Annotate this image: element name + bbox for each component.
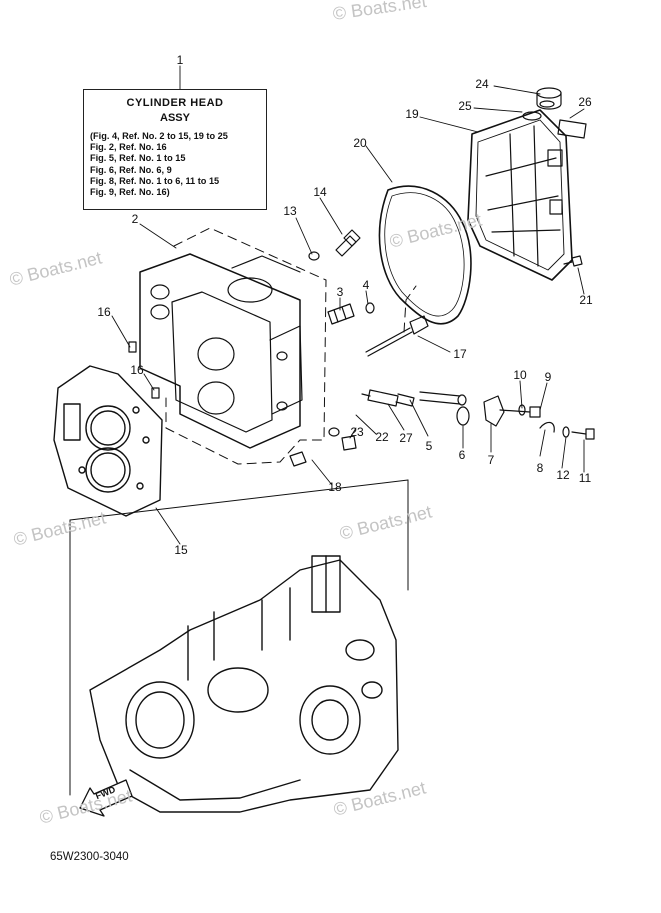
box-ref-line: (Fig. 4, Ref. No. 2 to 15, 19 to 25	[90, 131, 228, 141]
callout-11: 11	[578, 471, 592, 485]
shaft-5	[419, 391, 467, 406]
spark-plug-27	[361, 389, 415, 407]
box-ref-line: Fig. 2, Ref. No. 16	[90, 142, 167, 153]
cover-gasket-20	[378, 185, 472, 325]
callout-19: 19	[405, 107, 419, 121]
cylinder-head-2	[139, 253, 303, 449]
box-ref-line: Fig. 9, Ref. No. 16)	[90, 187, 170, 198]
bolt-18	[289, 451, 307, 467]
callout-10: 10	[513, 368, 527, 382]
bolt-11	[571, 428, 595, 440]
leader-lines	[111, 65, 585, 545]
callout-9: 9	[544, 370, 552, 384]
callout-22: 22	[375, 430, 389, 444]
callout-20: 20	[353, 136, 367, 150]
callout-26: 26	[578, 95, 592, 109]
cylinder-block	[89, 555, 399, 813]
lever-7	[483, 395, 505, 427]
cylinder-head-cover-19	[467, 109, 573, 281]
stud-bolt-14	[335, 229, 361, 257]
callout-25: 25	[458, 99, 472, 113]
assembly-reference-box: CYLINDER HEAD ASSY (Fig. 4, Ref. No. 2 t…	[83, 89, 267, 210]
label-plate-26	[557, 119, 587, 139]
o-ring-25	[522, 111, 542, 121]
fwd-arrow-icon	[79, 779, 133, 817]
callout-16a: 16	[97, 305, 111, 319]
callout-7: 7	[487, 453, 495, 467]
callout-4: 4	[362, 278, 370, 292]
box-ref-line: Fig. 5, Ref. No. 1 to 15	[90, 153, 186, 164]
bolt-17	[365, 315, 429, 357]
diagram-part-code: 65W2300-3040	[50, 851, 129, 863]
washer-23	[328, 427, 340, 437]
callout-15: 15	[174, 543, 188, 557]
thermostat-3	[327, 303, 355, 325]
callout-8: 8	[536, 461, 544, 475]
screw-9	[499, 406, 541, 418]
head-gasket-15	[53, 365, 163, 517]
callout-27: 27	[399, 431, 413, 445]
box-title: CYLINDER HEAD	[126, 97, 224, 109]
washer-13	[308, 251, 320, 261]
callout-16b: 16	[130, 363, 144, 377]
cylinder-block-frame	[69, 479, 409, 796]
callout-17: 17	[453, 347, 467, 361]
callout-14: 14	[313, 185, 327, 199]
callout-6: 6	[458, 448, 466, 462]
callout-24: 24	[475, 77, 489, 91]
box-subtitle: ASSY	[160, 112, 190, 124]
callout-1: 1	[176, 53, 184, 67]
box-ref-line: Fig. 6, Ref. No. 6, 9	[90, 164, 172, 175]
box-ref-line: Fig. 8, Ref. No. 1 to 6, 11 to 15	[90, 175, 220, 186]
washer-12	[562, 426, 570, 438]
clip-8	[539, 421, 555, 433]
callout-5: 5	[425, 439, 433, 453]
callout-13: 13	[283, 204, 297, 218]
plug-22	[341, 435, 357, 451]
oil-filler-cap-24	[536, 87, 562, 110]
oil-seal-6	[456, 406, 470, 426]
callout-23: 23	[350, 425, 364, 439]
dowel-pin-16b	[151, 387, 160, 399]
callout-2: 2	[131, 212, 139, 226]
callout-12: 12	[556, 468, 570, 482]
callout-3: 3	[336, 285, 344, 299]
washer-10	[518, 404, 526, 416]
dowel-pin-16a	[128, 341, 137, 353]
callout-18: 18	[328, 480, 342, 494]
gasket-4	[365, 302, 375, 314]
cylinder-head-dashed-frame	[165, 227, 417, 465]
callout-21: 21	[579, 293, 593, 307]
bolt-21	[563, 255, 583, 267]
